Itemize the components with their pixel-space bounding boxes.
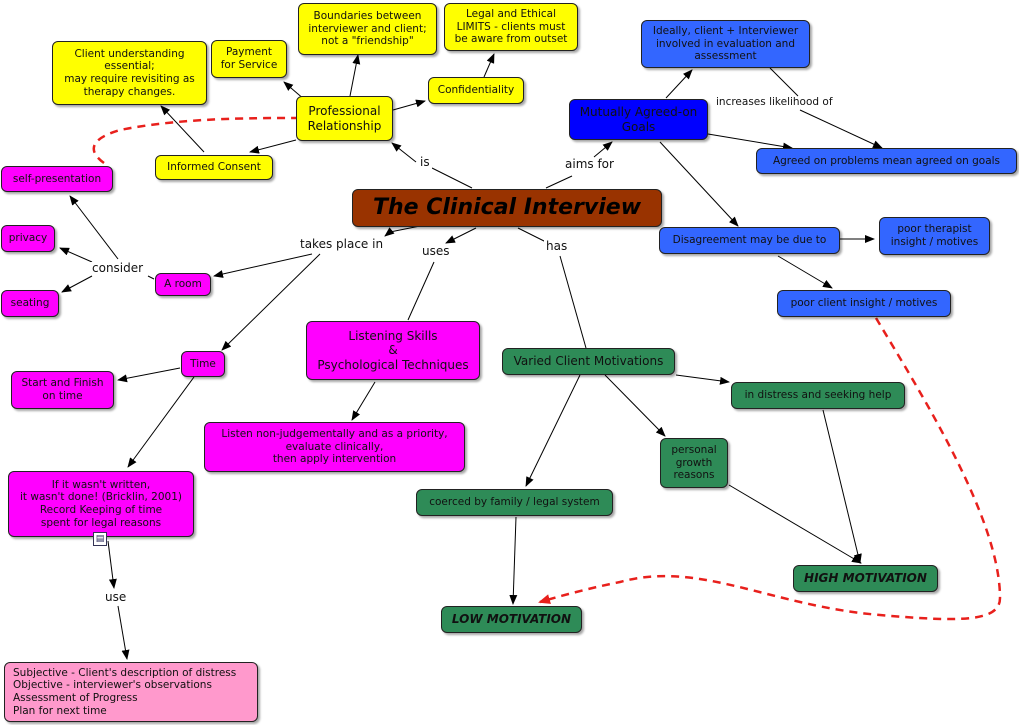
node-legal-ethical-limits[interactable]: Legal and Ethical LIMITS - clients must … [444, 3, 578, 51]
node-self-presentation[interactable]: self-presentation [1, 166, 113, 192]
node-agreed-problems[interactable]: Agreed on problems mean agreed on goals [756, 148, 1017, 174]
node-informed-consent[interactable]: Informed Consent [155, 155, 273, 180]
link-label-has: has [544, 239, 570, 254]
node-low-motivation[interactable]: LOW MOTIVATION [441, 606, 582, 633]
node-varied-motivations[interactable]: Varied Client Motivations [502, 348, 675, 375]
node-soap-notes[interactable]: Subjective - Client's description of dis… [4, 662, 258, 722]
node-high-motivation-label: HIGH MOTIVATION [804, 571, 927, 586]
node-boundaries[interactable]: Boundaries between interviewer and clien… [298, 3, 437, 55]
node-time[interactable]: Time [181, 351, 225, 377]
node-in-distress[interactable]: in distress and seeking help [731, 382, 905, 409]
node-personal-growth[interactable]: personal growth reasons [660, 438, 728, 488]
node-client-understanding[interactable]: Client understanding essential; may requ… [52, 41, 207, 105]
link-label-increases-likelihood: increases likelihood of [714, 96, 835, 109]
node-start-finish[interactable]: Start and Finish on time [11, 371, 114, 409]
node-high-motivation[interactable]: HIGH MOTIVATION [793, 565, 938, 592]
node-disagreement[interactable]: Disagreement may be due to [659, 227, 840, 254]
link-label-consider: consider [90, 261, 146, 276]
document-attachment-icon[interactable]: ▤ [93, 532, 107, 546]
node-low-motivation-label: LOW MOTIVATION [451, 612, 572, 627]
link-label-use: use [103, 590, 129, 605]
node-poor-client-insight[interactable]: poor client insight / motives [777, 290, 951, 317]
node-listen-non-judgementally[interactable]: Listen non-judgementally and as a priori… [204, 422, 465, 472]
node-poor-therapist-insight[interactable]: poor therapist insight / motives [879, 217, 990, 255]
link-label-is: is [418, 155, 432, 170]
node-professional-relationship[interactable]: Professional Relationship [296, 96, 393, 141]
link-label-aims-for: aims for [563, 157, 616, 172]
central-concept-title-text: The Clinical Interview [372, 194, 642, 220]
link-label-uses: uses [420, 244, 452, 259]
node-a-room[interactable]: A room [155, 273, 211, 296]
node-coerced[interactable]: coerced by family / legal system [416, 489, 613, 516]
node-privacy[interactable]: privacy [1, 225, 55, 252]
node-record-keeping[interactable]: If it wasn't written, it wasn't done! (B… [8, 471, 194, 537]
central-concept-title[interactable]: The Clinical Interview [352, 189, 662, 227]
node-seating[interactable]: seating [1, 290, 59, 317]
node-listening-skills[interactable]: Listening Skills & Psychological Techniq… [306, 321, 480, 380]
node-payment-for-service[interactable]: Payment for Service [211, 40, 287, 78]
node-confidentiality[interactable]: Confidentiality [428, 77, 524, 104]
node-mutually-agreed-goals[interactable]: Mutually Agreed-on Goals [569, 99, 708, 140]
node-ideally-client[interactable]: Ideally, client + Interviewer involved i… [641, 20, 810, 68]
link-label-takes-place-in: takes place in [298, 237, 386, 252]
